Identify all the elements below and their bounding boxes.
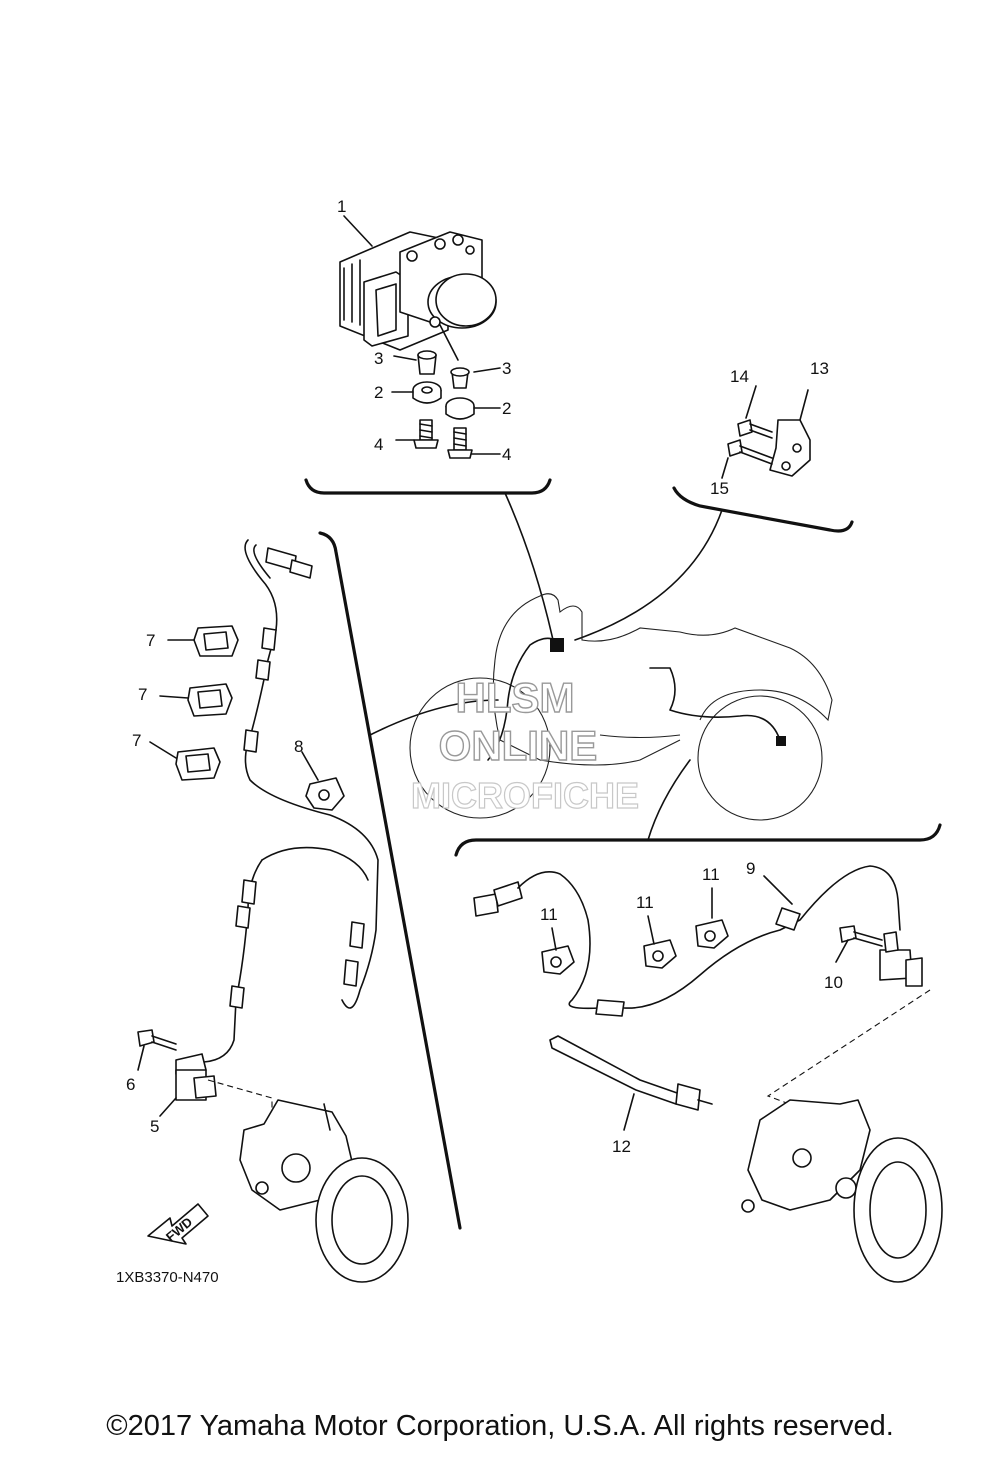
callout-brackets bbox=[304, 478, 942, 1230]
callout-3a: 3 bbox=[374, 349, 383, 368]
front-caliper-disk bbox=[239, 1099, 409, 1283]
diagram-code: 1XB3370-N470 bbox=[116, 1269, 219, 1286]
callout-11b: 11 bbox=[636, 893, 654, 912]
callout-7c: 7 bbox=[132, 731, 141, 750]
callout-14: 14 bbox=[730, 367, 749, 386]
front-sensor bbox=[137, 1029, 273, 1140]
callout-15: 15 bbox=[710, 479, 729, 498]
watermark-line2: ONLINE bbox=[439, 722, 598, 769]
callout-11a: 11 bbox=[540, 905, 558, 924]
callout-11c: 11 bbox=[702, 865, 720, 884]
callout-13: 13 bbox=[810, 359, 829, 378]
cable-tie bbox=[549, 1035, 713, 1131]
callout-9: 9 bbox=[746, 859, 755, 878]
rear-caliper-disk bbox=[741, 989, 943, 1283]
callout-12: 12 bbox=[612, 1137, 631, 1156]
clamps-right bbox=[541, 875, 849, 975]
front-sensor-lead bbox=[203, 539, 379, 1063]
callout-6: 6 bbox=[126, 1075, 135, 1094]
callout-3b: 3 bbox=[502, 359, 511, 378]
rear-sensor-lead bbox=[473, 865, 923, 1017]
clamps-left bbox=[149, 625, 345, 811]
bracket-parts bbox=[721, 385, 811, 479]
callout-4a: 4 bbox=[374, 435, 383, 454]
callout-2b: 2 bbox=[502, 399, 511, 418]
callout-numbers: 1 3 3 2 2 4 4 14 13 15 7 7 7 8 9 11 11 1… bbox=[116, 197, 843, 1286]
motorcycle-outline bbox=[409, 593, 833, 821]
callout-1: 1 bbox=[337, 197, 346, 216]
callout-2a: 2 bbox=[374, 383, 383, 402]
callout-7a: 7 bbox=[146, 631, 155, 650]
hydraulic-unit-assembly bbox=[339, 231, 497, 361]
callout-8: 8 bbox=[294, 737, 303, 756]
watermark: HLSM ONLINE MICROFICHE bbox=[410, 673, 639, 816]
fwd-arrow: FWD bbox=[147, 1203, 209, 1245]
mount-parts bbox=[391, 350, 501, 459]
watermark-line3: MICROFICHE bbox=[411, 775, 639, 816]
bike-wiring bbox=[487, 637, 786, 761]
callout-10: 10 bbox=[824, 973, 843, 992]
callout-7b: 7 bbox=[138, 685, 147, 704]
copyright-notice: ©2017 Yamaha Motor Corporation, U.S.A. A… bbox=[106, 1410, 894, 1442]
callout-4b: 4 bbox=[502, 445, 511, 464]
callout-5: 5 bbox=[150, 1117, 159, 1136]
watermark-line1: HLSM bbox=[456, 674, 575, 721]
